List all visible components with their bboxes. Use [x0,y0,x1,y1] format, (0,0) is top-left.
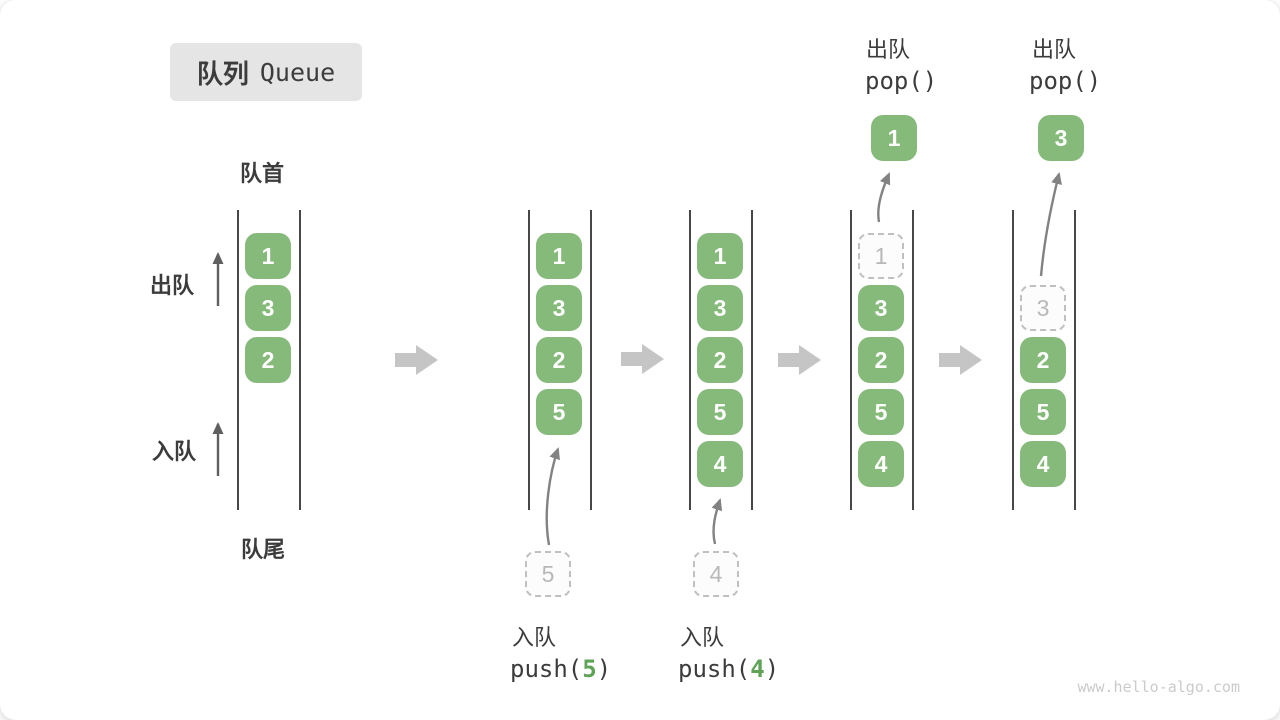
enqueue-4-arrow-icon [711,498,723,545]
queue-cell: 2 [245,337,291,383]
transition-arrow-icon-1 [395,345,438,375]
queue-wall [689,210,691,510]
op-code-push-4: push(4) [678,655,779,683]
queue-cell: 2 [536,337,582,383]
label-queue-front: 队首 [240,161,285,186]
ghost-cell: 1 [858,233,904,279]
queue-cell: 2 [697,337,743,383]
label-dequeue: 出队 [150,273,195,298]
enqueue-5-arrow-icon [545,447,560,546]
queue-cell: 5 [536,389,582,435]
popped-cell: 1 [871,115,917,161]
queue-wall [850,210,852,510]
queue-wall [590,210,592,510]
pop-1-arrow-icon [877,172,891,223]
queue-cell: 5 [697,389,743,435]
op-label-enqueue: 入队 [680,625,725,650]
transition-arrow-icon-4 [939,345,982,375]
queue-cell: 2 [858,337,904,383]
code-pre: push( [510,655,583,683]
op-label-dequeue: 出队 [1032,37,1077,62]
queue-cell: 1 [536,233,582,279]
code-post: ) [764,655,780,683]
queue-cell: 4 [697,441,743,487]
popped-cell: 3 [1038,115,1084,161]
pop-3-arrow-icon [1039,172,1062,277]
code-arg: 5 [582,655,597,683]
transition-arrow-icon-2 [621,344,664,374]
watermark: www.hello-algo.com [1077,678,1240,696]
label-enqueue: 入队 [152,439,197,464]
queue-cell: 5 [858,389,904,435]
queue-cell: 3 [697,285,743,331]
queue-cell: 5 [1020,389,1066,435]
transition-arrow-icon-3 [778,345,821,375]
title-en: Queue [259,57,336,87]
queue-wall [299,210,301,510]
queue-wall [237,210,239,510]
ghost-cell: 3 [1020,285,1066,331]
incoming-ghost-cell: 4 [693,551,739,597]
code-pre: push( [678,655,751,683]
code-post: ) [596,655,612,683]
queue-cell: 4 [858,441,904,487]
op-code-push-5: push(5) [510,655,611,683]
queue-cell: 1 [697,233,743,279]
op-code-pop: pop() [865,67,938,95]
queue-wall [1074,210,1076,510]
op-label-dequeue: 出队 [866,37,911,62]
op-code-pop: pop() [1029,67,1102,95]
queue-cell: 1 [245,233,291,279]
queue-wall [912,210,914,510]
title-zh: 队列 [196,58,249,89]
label-queue-rear: 队尾 [241,537,286,562]
queue-cell: 3 [245,285,291,331]
incoming-ghost-cell: 5 [525,551,571,597]
queue-cell: 3 [858,285,904,331]
queue-cell: 2 [1020,337,1066,383]
op-label-enqueue: 入队 [512,625,557,650]
title-box: 队列 Queue [170,43,362,101]
queue-wall [528,210,530,510]
queue-cell: 3 [536,285,582,331]
queue-cell: 4 [1020,441,1066,487]
queue-wall [1012,210,1014,510]
queue-wall [751,210,753,510]
code-arg: 4 [750,655,765,683]
